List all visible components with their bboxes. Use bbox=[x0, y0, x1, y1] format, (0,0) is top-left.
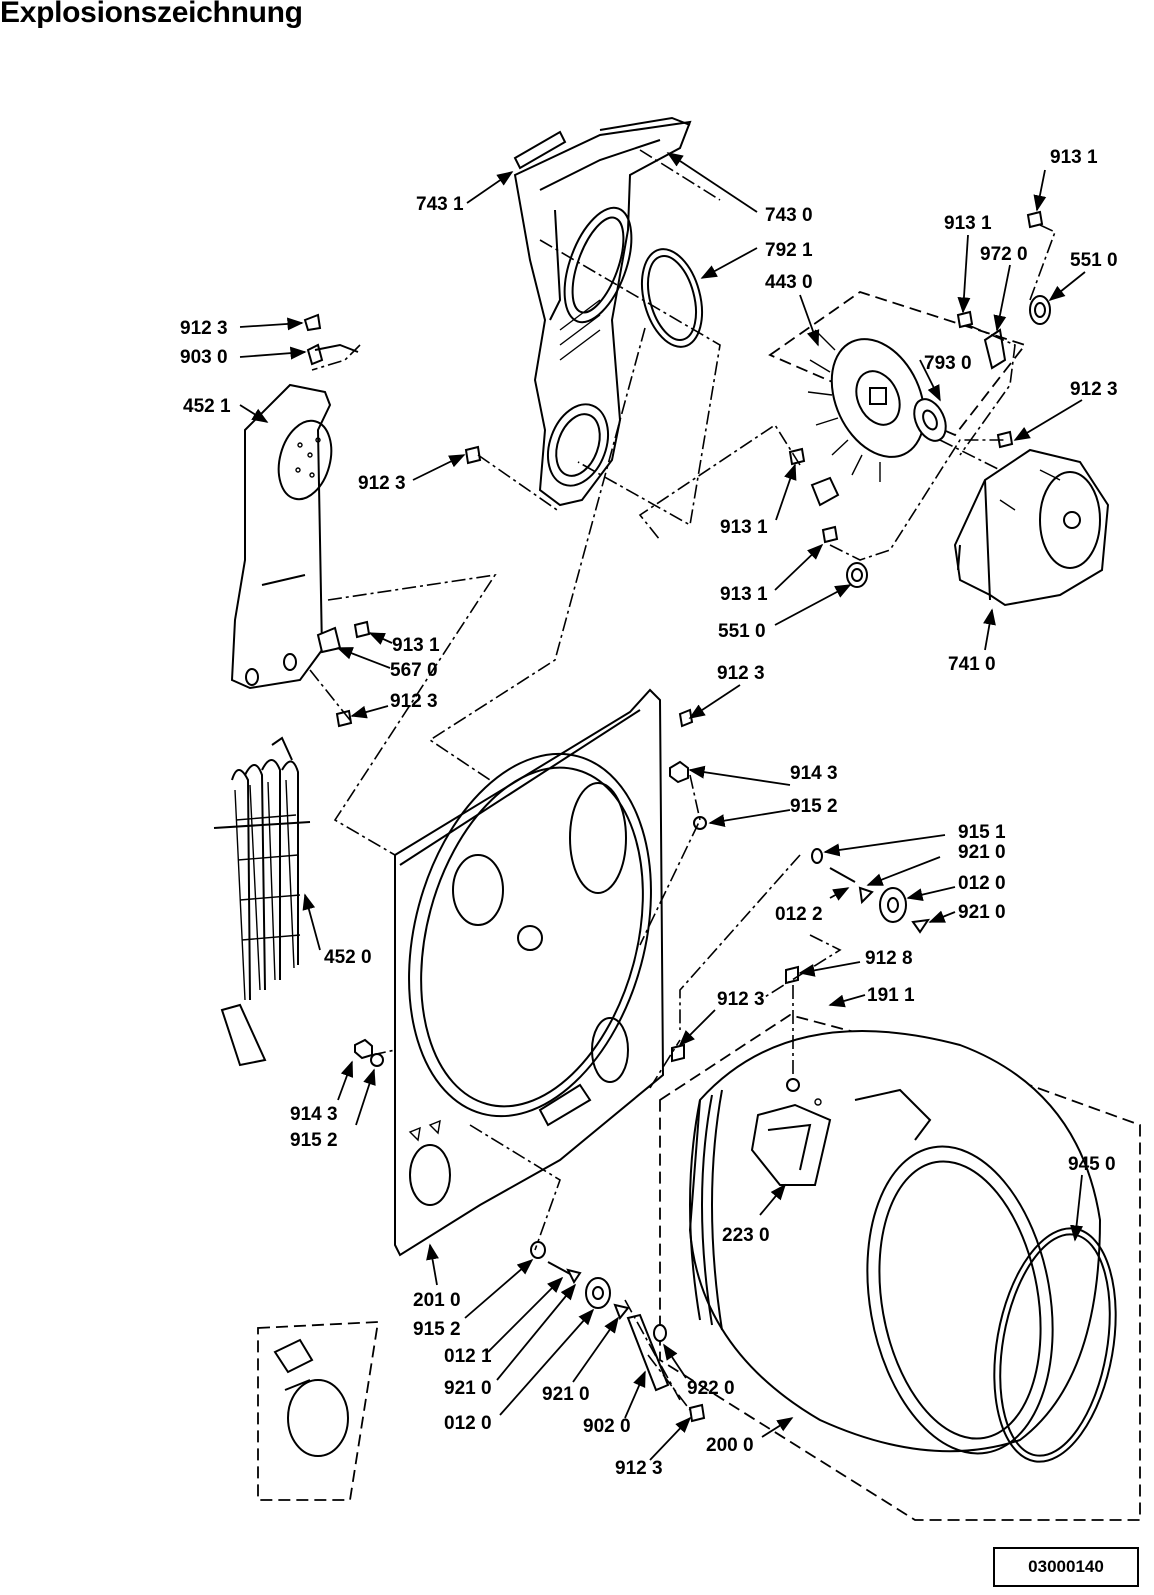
part-label: 912 3 bbox=[358, 473, 406, 494]
part-label: 912 8 bbox=[865, 948, 913, 969]
bearing-551-0-top bbox=[1029, 295, 1051, 325]
part-label: 191 1 bbox=[867, 985, 915, 1006]
part-label: 793 0 bbox=[924, 353, 972, 374]
page-title: Explosionszeichnung bbox=[0, 0, 303, 29]
blower-housing-741-0 bbox=[953, 448, 1110, 607]
seal-strip-743-1 bbox=[513, 130, 567, 170]
leader-arrows bbox=[239, 152, 1086, 1461]
part-label: 913 1 bbox=[1050, 147, 1098, 168]
part-label: 902 0 bbox=[583, 1416, 631, 1437]
part-label: 913 1 bbox=[392, 635, 440, 656]
document-number-box: 03000140 bbox=[993, 1547, 1139, 1587]
part-label: 200 0 bbox=[706, 1435, 754, 1456]
part-label: 914 3 bbox=[290, 1104, 338, 1125]
part-label: 012 0 bbox=[444, 1413, 492, 1434]
part-label: 912 3 bbox=[717, 989, 765, 1010]
part-label: 912 3 bbox=[180, 318, 228, 339]
part-label: 912 3 bbox=[717, 663, 765, 684]
part-label: 012 0 bbox=[958, 873, 1006, 894]
part-label: 915 1 bbox=[958, 822, 1006, 843]
drum-200-0 bbox=[659, 1014, 1141, 1521]
part-label: 741 0 bbox=[948, 654, 996, 675]
part-label: 452 0 bbox=[324, 947, 372, 968]
inset-accessory-kit bbox=[257, 1321, 380, 1501]
roller-assembly-lower bbox=[530, 1241, 670, 1392]
part-label: 921 0 bbox=[444, 1378, 492, 1399]
heater-duct-452-1 bbox=[230, 383, 333, 690]
part-label: 012 2 bbox=[775, 904, 823, 925]
part-label: 792 1 bbox=[765, 240, 813, 261]
part-label: 743 1 bbox=[416, 194, 464, 215]
part-label: 743 0 bbox=[765, 205, 813, 226]
roller-assembly-upper-right bbox=[811, 848, 931, 934]
rear-duct-panel bbox=[513, 116, 692, 507]
part-label: 551 0 bbox=[718, 621, 766, 642]
part-label: 913 1 bbox=[720, 584, 768, 605]
screws-nuts-lower bbox=[354, 708, 799, 1423]
part-label: 012 1 bbox=[444, 1346, 492, 1367]
part-label: 913 1 bbox=[720, 517, 768, 538]
front-bulkhead-201-0 bbox=[394, 688, 665, 1257]
bearing-clip-972-0 bbox=[983, 328, 1007, 370]
bearing-551-0-lower bbox=[846, 562, 868, 588]
part-label: 915 2 bbox=[290, 1130, 338, 1151]
part-label: 921 0 bbox=[958, 902, 1006, 923]
part-label: 567 0 bbox=[390, 660, 438, 681]
part-label: 945 0 bbox=[1068, 1154, 1116, 1175]
part-label: 921 0 bbox=[542, 1384, 590, 1405]
part-label: 912 3 bbox=[1070, 379, 1118, 400]
wire-903-0 bbox=[314, 343, 359, 353]
blower-wheel-443-0 bbox=[768, 291, 1027, 482]
part-label: 912 3 bbox=[390, 691, 438, 712]
part-label: 914 3 bbox=[790, 763, 838, 784]
part-label: 972 0 bbox=[980, 244, 1028, 265]
screw-icons-upper bbox=[303, 210, 1044, 728]
heating-element-452-0 bbox=[213, 736, 311, 1067]
document-number: 03000140 bbox=[1028, 1557, 1104, 1576]
part-label: 223 0 bbox=[722, 1225, 770, 1246]
part-label: 903 0 bbox=[180, 347, 228, 368]
gasket-792-1 bbox=[641, 248, 703, 348]
part-label: 922 0 bbox=[687, 1378, 735, 1399]
part-label: 452 1 bbox=[183, 396, 231, 417]
part-label: 915 2 bbox=[790, 796, 838, 817]
part-label: 913 1 bbox=[944, 213, 992, 234]
part-label: 915 2 bbox=[413, 1319, 461, 1340]
part-labels: 743 1 743 0 792 1 443 0 913 1 913 1 972 … bbox=[180, 147, 1118, 1479]
assembly-guide-lines bbox=[309, 149, 1057, 1411]
part-label: 912 3 bbox=[615, 1458, 663, 1479]
part-label: 921 0 bbox=[958, 842, 1006, 863]
part-label: 201 0 bbox=[413, 1290, 461, 1311]
clamp-913-1 bbox=[810, 476, 840, 507]
part-label: 443 0 bbox=[765, 272, 813, 293]
coupling-793-0 bbox=[913, 398, 947, 442]
part-label: 551 0 bbox=[1070, 250, 1118, 271]
